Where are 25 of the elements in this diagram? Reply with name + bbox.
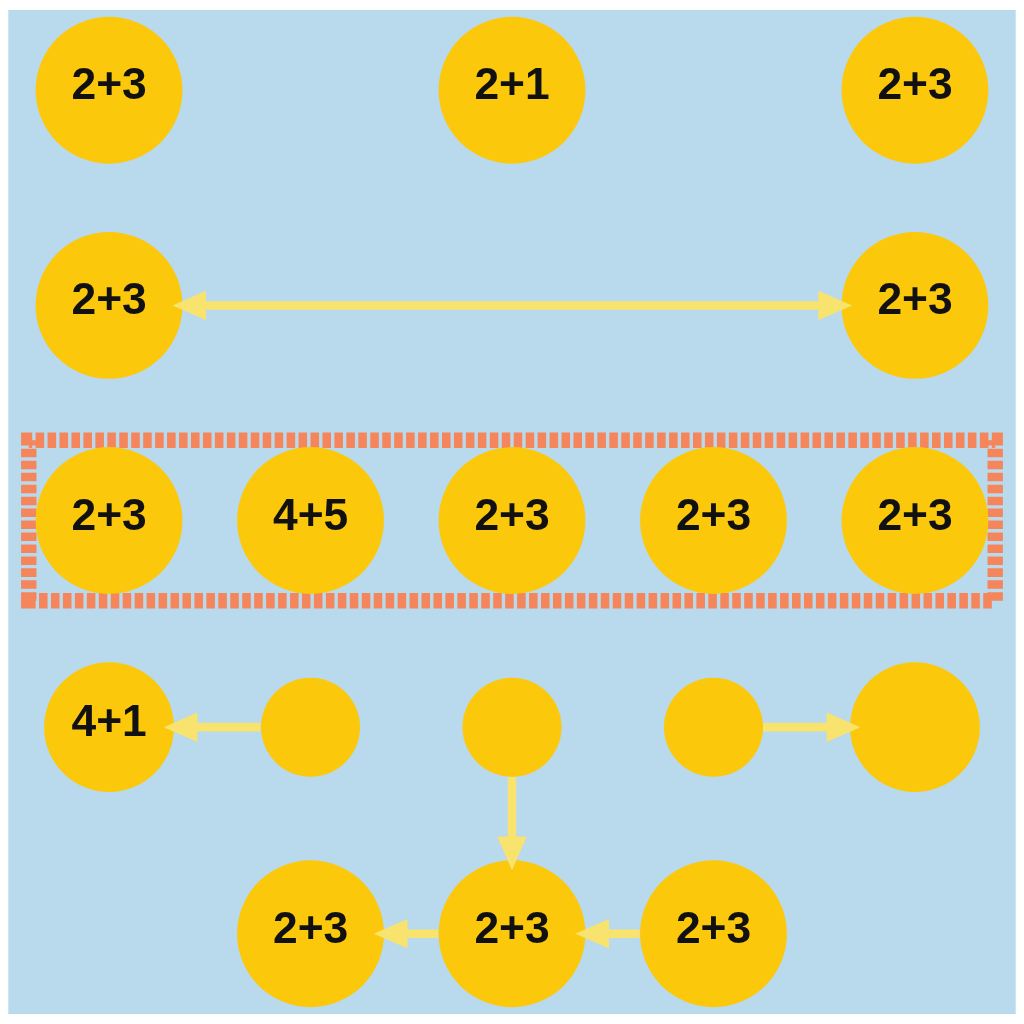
node-circle: 2+3 [841, 16, 989, 164]
node-circle: 4+5 [237, 447, 384, 594]
node-circle: 2+3 [640, 447, 787, 594]
node-circle: 2+3 [841, 447, 989, 594]
arrow [763, 712, 861, 742]
arrow [373, 919, 439, 949]
node-circle: 2+3 [35, 231, 183, 379]
node-circle: 2+3 [35, 16, 183, 164]
node-circle [261, 677, 361, 777]
node-circle [462, 677, 562, 777]
node-circle: 4+1 [44, 662, 174, 793]
arrow [497, 777, 527, 871]
arrow [163, 712, 261, 742]
node-circle: 2+3 [841, 231, 989, 379]
node-circle [850, 662, 980, 793]
cluster [21, 432, 1003, 609]
arrow [172, 290, 852, 321]
node-circle: 2+3 [35, 447, 183, 594]
node-circle [663, 677, 763, 777]
node-circle: 2+3 [438, 447, 586, 594]
node-circle: 2+3 [237, 860, 384, 1008]
node-circle: 2+3 [640, 860, 787, 1008]
node-circle: 2+3 [438, 860, 586, 1008]
arrow [575, 919, 640, 949]
node-circle: 2+1 [438, 16, 586, 164]
